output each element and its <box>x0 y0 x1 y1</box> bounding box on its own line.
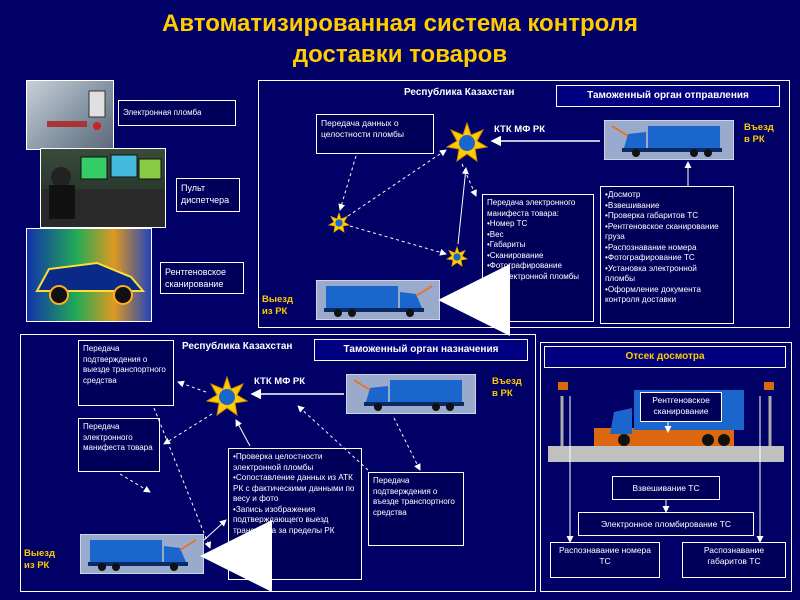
departure-checks-box: •Досмотр •Взвешивание •Проверка габарито… <box>600 186 734 324</box>
entry-confirm-box: Передача подтверждения о въезде транспор… <box>368 472 464 546</box>
departure-header: Таможенный орган отправления <box>556 85 780 107</box>
ktk-emblem-icon <box>446 122 488 163</box>
dest-check-item: •Запись изображения подтверждающего выез… <box>233 504 335 535</box>
inspection-header: Отсек досмотра <box>544 346 786 368</box>
destination-exit-label: Выезд из РК <box>24 548 56 571</box>
check-item: •Оформление документа контроля доставки <box>605 284 701 305</box>
dest-manifest-text: Передача электронного манифеста товара <box>83 422 153 452</box>
manifest-item: •Фотографирование <box>487 261 562 270</box>
departure-country: Республика Казахстан <box>404 87 515 98</box>
dispatcher-photo <box>40 148 166 228</box>
seal-transfer-text: Передача данных о целостности пломбы <box>321 118 404 139</box>
arrow-exit-box-to-truck <box>153 407 212 549</box>
insp-seal-box: Электронное пломбирование ТС <box>578 512 754 536</box>
insp-plate-text: Распознавание номера ТС <box>558 545 652 566</box>
seal-node-icon-1 <box>328 212 350 234</box>
departure-panel <box>258 80 790 328</box>
insp-weigh-box: Взвешивание ТС <box>612 476 720 500</box>
seal-label: Электронная пломба <box>123 108 202 117</box>
seal-transfer-box: Передача данных о целостности пломбы <box>316 114 434 154</box>
check-item: •Установка электронной пломбы <box>605 263 697 284</box>
check-item: •Рентгеновское сканирование груза <box>605 221 719 242</box>
arrow-box-to-seal1 <box>338 155 357 211</box>
insp-seal-text: Электронное пломбирование ТС <box>600 519 732 529</box>
arrow-seal1-to-seal2 <box>349 225 447 256</box>
arrow-truck-to-checks <box>203 519 227 541</box>
entry-confirm-text: Передача подтверждения о въезде транспор… <box>373 476 455 517</box>
monitors-icon <box>41 154 165 227</box>
check-item: •Проверка габаритов ТС <box>605 211 699 220</box>
seal-photo <box>26 80 114 150</box>
xray-label-box: Рентгеновское сканирование <box>160 262 244 294</box>
arrow-seal2-to-ktk <box>457 167 469 245</box>
title-line-2: доставки товаров <box>292 41 508 68</box>
arrow-ktk-to-exit-box <box>177 380 207 393</box>
destination-entry-label: Въезд в РК <box>492 376 522 399</box>
check-item: •Распознавание номера <box>605 242 697 252</box>
insp-plate-box: Распознавание номера ТС <box>550 542 660 578</box>
page-title: Автоматизированная система контроля дост… <box>0 8 800 70</box>
arrow-manifest-to-truck <box>119 473 151 493</box>
arrow-seal1-to-ktk <box>347 149 447 217</box>
arrow-entry-box-to-ktk <box>297 405 369 471</box>
destination-country: Республика Казахстан <box>182 341 293 352</box>
destination-header: Таможенный орган назначения <box>314 339 528 361</box>
destination-ktk-label: КТК МФ РК <box>254 376 306 387</box>
arrow-ktk-to-box <box>461 163 477 197</box>
insp-dims-box: Распознавание габаритов ТС <box>682 542 786 578</box>
seal-device-icon <box>47 90 106 130</box>
xray-label: Рентгеновское сканирование <box>165 267 227 289</box>
dest-checks-box: •Проверка целостности электронной пломбы… <box>228 448 362 580</box>
insp-dims-text: Распознавание габаритов ТС <box>703 545 765 566</box>
insp-xray-text: Рентгеновское сканирование <box>652 395 710 416</box>
dispatcher-label: Пульт диспетчера <box>181 183 230 205</box>
departure-exit-label: Выезд из РК <box>262 294 294 317</box>
dest-check-item: •Проверка целостности электронной пломбы <box>233 452 323 472</box>
dest-truck-exit-icon <box>80 534 204 574</box>
dest-truck-entry-icon <box>346 374 476 414</box>
manifest-item: •Вес <box>487 229 504 239</box>
manifest-item: •Номер ТС <box>487 219 528 228</box>
exit-confirm-box: Передача подтверждения о выезде транспор… <box>78 340 174 406</box>
truck-entry-icon <box>604 120 734 160</box>
manifest-item: •№ электронной пломбы <box>487 271 580 281</box>
dest-manifest-box: Передача электронного манифеста товара <box>78 418 160 472</box>
manifest-title: Передача электронного манифеста товара: <box>487 198 576 218</box>
arrow-truck-to-entry-box <box>393 417 421 471</box>
destination-panel <box>20 334 536 592</box>
insp-weigh-text: Взвешивание ТС <box>632 483 700 493</box>
xray-photo <box>26 228 152 322</box>
insp-xray-box: Рентгеновское сканирование <box>640 392 722 422</box>
title-line-1: Автоматизированная система контроля <box>162 10 638 37</box>
seal-label-box: Электронная пломба <box>118 100 236 126</box>
arrow-ktk-to-manifest <box>163 413 213 445</box>
check-item: •Фотографирование ТС <box>605 253 695 262</box>
arrow-checks-to-ktk <box>235 419 251 447</box>
departure-entry-label: Въезд в РК <box>744 122 774 145</box>
seal-node-icon-2 <box>446 246 468 268</box>
manifest-item: •Сканирование <box>487 250 544 260</box>
departure-ktk-label: КТК МФ РК <box>494 124 546 135</box>
check-item: •Досмотр <box>605 190 641 199</box>
xray-car-icon <box>35 261 146 305</box>
dispatcher-label-box: Пульт диспетчера <box>176 178 240 212</box>
check-item: •Взвешивание <box>605 200 660 210</box>
dest-check-item: •Сопоставление данных из АТК РК с фактич… <box>233 473 355 503</box>
exit-confirm-text: Передача подтверждения о выезде транспор… <box>83 344 166 385</box>
truck-exit-icon <box>316 280 440 320</box>
inspection-panel <box>540 342 792 592</box>
dest-ktk-emblem-icon <box>206 376 248 417</box>
manifest-item: •Габариты <box>487 240 526 249</box>
